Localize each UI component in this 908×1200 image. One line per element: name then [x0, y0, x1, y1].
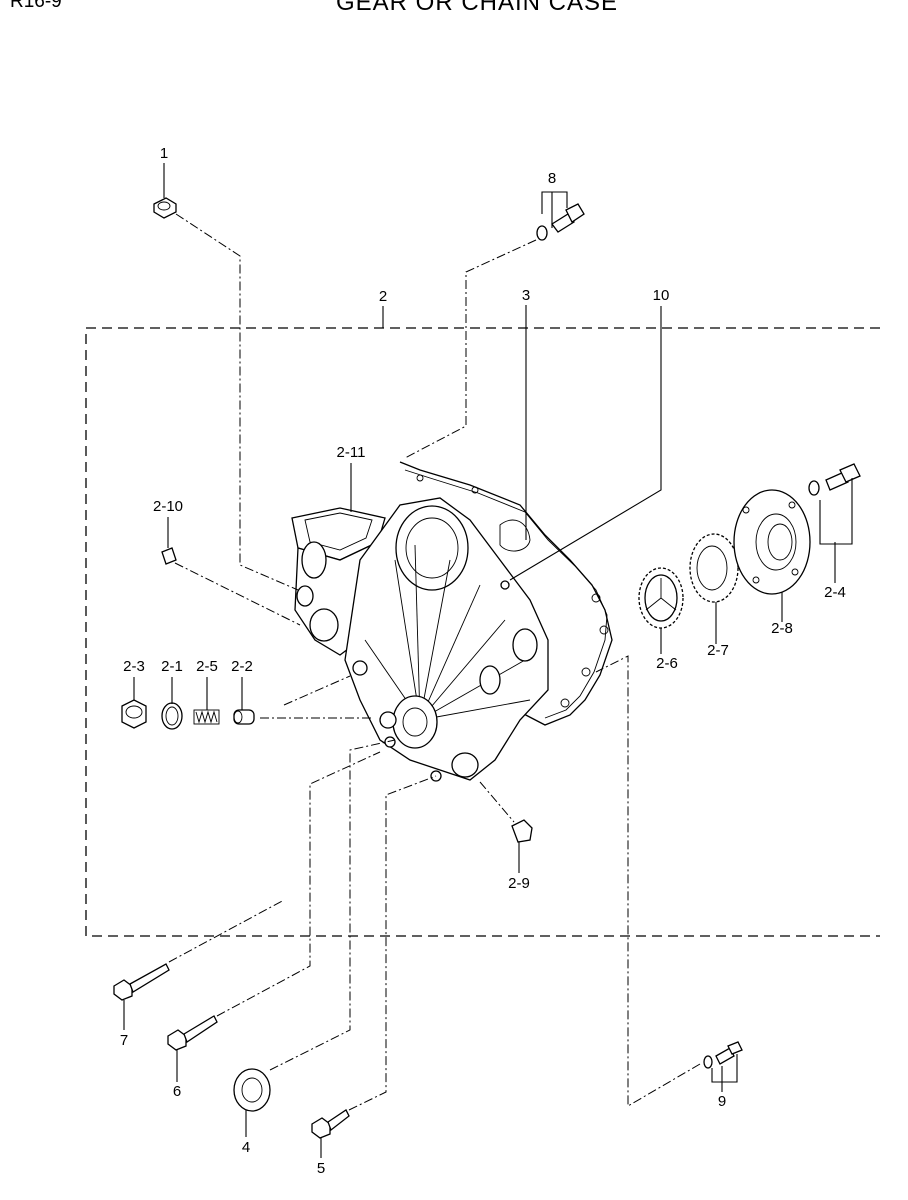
part-2-6-gear[interactable]: [638, 567, 684, 629]
callout-2: 2: [379, 288, 387, 305]
callout-2-5: 2-5: [196, 658, 218, 675]
part-2-3-cap[interactable]: [121, 699, 147, 729]
callout-2-3: 2-3: [123, 658, 145, 675]
callout-labels: 1 8 2 3 10 2-11 2-10 2-3 2-1 2-5 2-2 2-6…: [120, 145, 846, 1177]
part-2-7-ring-gear[interactable]: [689, 533, 739, 603]
callout-3: 3: [522, 287, 530, 304]
part-5-bolt[interactable]: [311, 1109, 350, 1139]
callout-10: 10: [653, 287, 670, 304]
callout-2-4: 2-4: [824, 584, 846, 601]
part-2-8-pump-cover[interactable]: [733, 489, 811, 595]
callout-2-6: 2-6: [656, 655, 678, 672]
callout-2-10: 2-10: [153, 498, 183, 515]
callout-8: 8: [548, 170, 556, 187]
part-2-1-ring[interactable]: [161, 702, 183, 730]
page-title: GEAR OR CHAIN CASE: [335, 0, 619, 16]
part-2-5-spring[interactable]: [193, 709, 220, 725]
callout-9: 9: [718, 1093, 726, 1110]
callout-7: 7: [120, 1032, 128, 1049]
part-2-4-bolt-washer[interactable]: [808, 463, 861, 496]
part-2-10-plug[interactable]: [161, 547, 177, 565]
callout-2-11: 2-11: [337, 444, 366, 461]
part-7-bolt[interactable]: [113, 963, 170, 1001]
part-2-9-plug[interactable]: [511, 819, 533, 843]
leader-lines: [123, 163, 853, 1158]
callout-2-1: 2-1: [161, 658, 183, 675]
part-4-oil-seal[interactable]: [233, 1068, 271, 1112]
callout-2-9: 2-9: [508, 875, 530, 892]
page-code: R16-9: [10, 0, 62, 12]
callout-6: 6: [173, 1083, 181, 1100]
callout-5: 5: [317, 1160, 325, 1177]
part-1-nut[interactable]: [153, 197, 177, 219]
part-9-bolt-washer[interactable]: [703, 1041, 743, 1069]
assembly-boundary-box: [85, 327, 880, 937]
callout-2-7: 2-7: [707, 642, 729, 659]
part-2-2-plunger[interactable]: [233, 709, 255, 725]
part-8-bolt-washer[interactable]: [536, 203, 585, 241]
part-6-bolt[interactable]: [167, 1015, 218, 1051]
callout-2-8: 2-8: [771, 620, 793, 637]
callout-4: 4: [242, 1139, 250, 1156]
callout-1: 1: [160, 145, 168, 162]
callout-2-2: 2-2: [231, 658, 253, 675]
gear-case-housing[interactable]: [291, 461, 613, 782]
